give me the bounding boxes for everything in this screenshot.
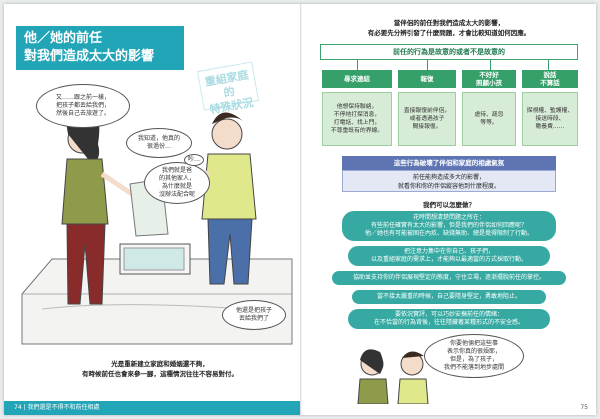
intro-text: 當伴侶的前任對我們造成太大的影響， 有必要先分辨引發了什麼問題，才會比較知道如何… [302, 18, 596, 38]
speech-bubble-woman: 又……跟之前一樣， 把孩子都丟給我們， 然後自己去旅遊了。 [36, 84, 130, 128]
intro-line-1: 當伴侶的前任對我們造成太大的影響， [393, 19, 505, 27]
column-body-2: 直接報復前伴侶， 或者透過孩子 間接報復。 [398, 92, 456, 146]
top-band: 前任的行為是故意的或者不是故意的 [320, 44, 578, 60]
blue-sub-line-2: 就看你和你的伴侶縱容他到什麼程度。 [397, 183, 500, 190]
column-head-4: 說話 不算話 [522, 70, 578, 88]
title-line-2: 對我們造成太大的影響 [24, 49, 155, 64]
column-head-1: 尋求連結 [322, 70, 392, 88]
title-line-1: 他／她的前任 [24, 31, 103, 46]
column-head-2: 報復 [398, 70, 456, 88]
speech-bubble-man: 我知道，他真的 很過份… [126, 128, 192, 158]
blue-subtext: 前任能夠造成多大的影響， 就看你和你的伴侶縱容他到什麼程度。 [342, 170, 556, 192]
comic-speech-bubble: 你要他倆把這些事 表示你真的很煩耶， 但是，為了孩子， 我們不能落到地步處間 [424, 334, 524, 378]
right-page: 當伴侶的前任對我們造成太大的影響， 有必要先分辨引發了什麼問題，才會比較知道如何… [302, 4, 596, 415]
intro-line-2: 有必要先分辨引發了什麼問題，才會比較知道如何因應。 [367, 29, 531, 37]
page-gutter [300, 4, 302, 415]
question-heading: 我們可以怎麼做？ [423, 201, 475, 209]
connector [357, 60, 358, 70]
column-body-1: 他想保持聯絡， 不停地打探消息， 打電話、找上門， 不尊重既有的界線。 [322, 92, 392, 146]
tip-pill-5: 要依況實評，可以巧妙安撫前任的情緒： 在不恰當的行為背後，往往隱藏著某種形式的不… [348, 309, 550, 329]
left-caption-line-2: 有時候前任也會來參一腳，這種情況往往不容易對付。 [82, 370, 238, 378]
speech-bubble-small: 吵… [184, 154, 204, 166]
page-number: 75 [580, 404, 588, 411]
tip-pill-4: 當不接太嚴重的時候，自己要隱身堅定，勇敢地阻止。 [352, 290, 546, 304]
tip-pill-2: 把注意力集中在你自己、孩子們， 以及重組家庭的需求上，才能夠以最適當的方式採取行… [348, 246, 550, 266]
column-body-4: 探視權、監護權、 接送時段、 贍養費…… [522, 92, 578, 146]
left-footer: 74 | 我們還是不得不和前任相處 [4, 401, 300, 415]
blue-band: 這些行為破壞了伴侶和家庭的相處氣氛 [342, 156, 556, 170]
couple-comic [357, 349, 429, 404]
speech-bubble-bottom: 他還是把孩子 丟給我們了 [222, 300, 286, 330]
left-caption-line-1: 光是重新建立家庭和婚姻還不夠， [111, 360, 209, 368]
book-spread: 他／她的前任 對我們造成太大的影響 重組家庭的 特殊狀況 又……跟之前一樣， 把… [4, 4, 596, 415]
tip-pill-1: 花時間想清楚問題之所在： 有些前任確實有太大的影響，但是我們的伴侶如何回應呢？ … [342, 211, 556, 241]
column-body-3: 虐待、疏忽 等等。 [462, 92, 516, 146]
left-caption: 光是重新建立家庭和婚姻還不夠， 有時候前任也會來參一腳，這種情況往往不容易對付。 [60, 359, 260, 379]
chapter-title-box: 他／她的前任 對我們造成太大的影響 [16, 26, 184, 70]
connector [490, 60, 491, 70]
connector [548, 60, 549, 70]
blue-sub-line-1: 前任能夠造成多大的影響， [412, 174, 485, 181]
tip-pill-3: 協助並支持你的伴侶展現堅定的態度，守住立場，逐漸擺脫前任的掌控。 [332, 271, 566, 285]
connector [427, 60, 428, 70]
column-head-3: 不好好 照顧小孩 [462, 70, 516, 88]
couple-illustration [21, 112, 293, 345]
speech-bubble-woman-2: 我們就是爸 的其他家人， 為什麼就是 沒辦法配合呢 [144, 162, 210, 204]
